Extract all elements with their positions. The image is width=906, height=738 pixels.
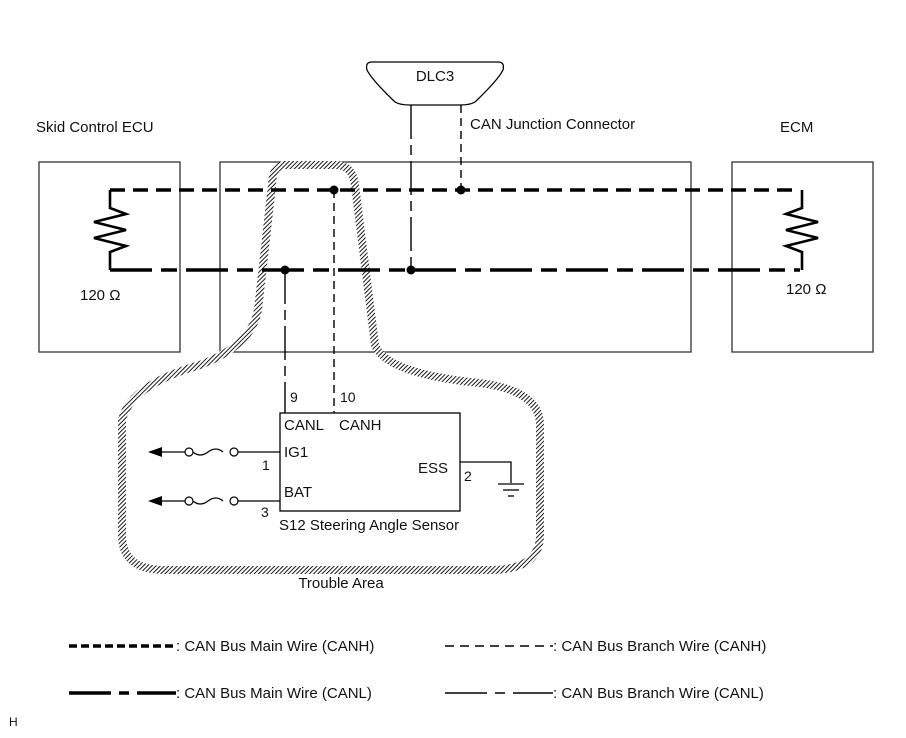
arrow-left-icon [148,447,162,457]
ig1-pin-number: 1 [262,457,270,473]
sensor-canl-label: CANL [284,417,324,434]
legend-item-branch-canh: : CAN Bus Branch Wire (CANH) [445,638,766,655]
legend-label: : CAN Bus Branch Wire (CANH) [553,638,766,655]
canh-pin-number: 10 [340,389,356,405]
figure-code: H [9,715,18,729]
junction-dot [280,265,290,275]
arrow-left-icon [148,496,162,506]
trouble-area-label: Trouble Area [298,575,384,592]
ig1-fuse-line [148,447,280,457]
can-junction-connector-box [219,161,692,353]
junction-dot [406,265,416,275]
junction-dot [456,185,466,195]
junction-dot [329,185,339,195]
ecm-label: ECM [780,119,813,136]
dlc3-connector: DLC3 [365,61,505,106]
legend-item-main-canl: : CAN Bus Main Wire (CANL) [69,685,372,702]
sensor-ig1-label: IG1 [284,444,308,461]
legend-label: : CAN Bus Main Wire (CANL) [176,685,372,702]
ess-ground-line [460,461,524,497]
legend-item-branch-canl: : CAN Bus Branch Wire (CANL) [445,685,764,702]
fuse-icon [192,497,224,505]
skid-control-ecu-label: Skid Control ECU [36,119,154,136]
legend-label: : CAN Bus Main Wire (CANH) [176,638,374,655]
ess-pin-number: 2 [464,468,472,484]
sensor-ess-label: ESS [418,460,448,477]
sensor-canh-label: CANH [339,417,382,434]
ecm-box [731,161,874,353]
bat-pin-number: 3 [261,504,269,520]
ground-icon [498,483,524,497]
legend-label: : CAN Bus Branch Wire (CANL) [553,685,764,702]
trouble-area-outline [118,161,544,574]
bat-fuse-line [148,496,280,506]
can-junction-connector-label: CAN Junction Connector [470,116,635,133]
sensor-name-label: S12 Steering Angle Sensor [279,517,459,534]
ecm-resistor-value: 120 Ω [786,281,826,298]
legend: : CAN Bus Main Wire (CANH) : CAN Bus Bra… [69,638,766,702]
legend-item-main-canh: : CAN Bus Main Wire (CANH) [69,638,374,655]
dlc3-label: DLC3 [416,68,454,85]
skid-control-ecu-box [38,161,181,353]
ecm-resistor-icon [781,190,819,270]
skid-resistor-value: 120 Ω [80,287,120,304]
fuse-icon [192,448,224,456]
skid-resistor-icon [93,190,131,270]
sensor-bat-label: BAT [284,484,312,501]
canl-pin-number: 9 [290,389,298,405]
dlc3-shape [365,61,505,106]
